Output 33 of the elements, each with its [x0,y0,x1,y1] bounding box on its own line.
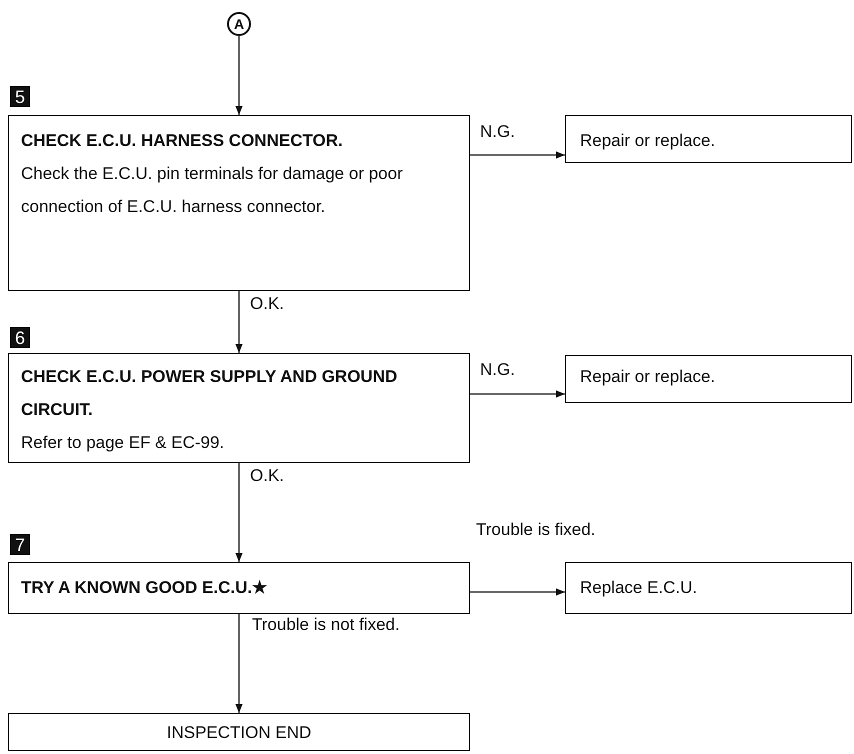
edge-label: Trouble is not fixed. [252,615,400,635]
step-number: 7 [10,534,30,555]
process-box [565,562,852,614]
process-box [565,115,852,163]
arrow [470,151,565,159]
arrow [235,36,243,115]
arrow [235,291,243,353]
step-heading: TRY A KNOWN GOOD E.C.U.★ [21,577,268,599]
connector-circle: A [227,12,251,36]
process-box [8,562,470,614]
step-number: 5 [10,86,30,107]
arrow [470,588,565,596]
arrow [470,390,565,398]
process-box [8,353,470,463]
step-heading: CHECK E.C.U. HARNESS CONNECTOR. [21,130,344,152]
arrow [235,463,243,562]
edge-label: O.K. [250,294,284,314]
arrow [235,614,243,713]
step-heading: CHECK E.C.U. POWER SUPPLY AND GROUND CIRCUIT. [21,366,398,421]
process-box [565,355,852,403]
step-text: Refer to page EF & EC-99. [21,432,226,454]
edge-label: O.K. [250,466,284,486]
step-text: Check the E.C.U. pin terminals for damage or poor connection of E.C.U. harness connector. [21,163,404,218]
step-text: INSPECTION END [166,722,312,744]
step-text: Repair or replace. [580,366,716,388]
process-box [8,115,470,291]
step-number: 6 [10,327,30,348]
edge-label: N.G. [480,360,515,380]
process-box [8,713,470,751]
step-text: Replace E.C.U. [580,577,698,599]
step-text: Repair or replace. [580,130,716,152]
edge-label: N.G. [480,122,515,142]
edge-label: Trouble is fixed. [476,520,596,540]
